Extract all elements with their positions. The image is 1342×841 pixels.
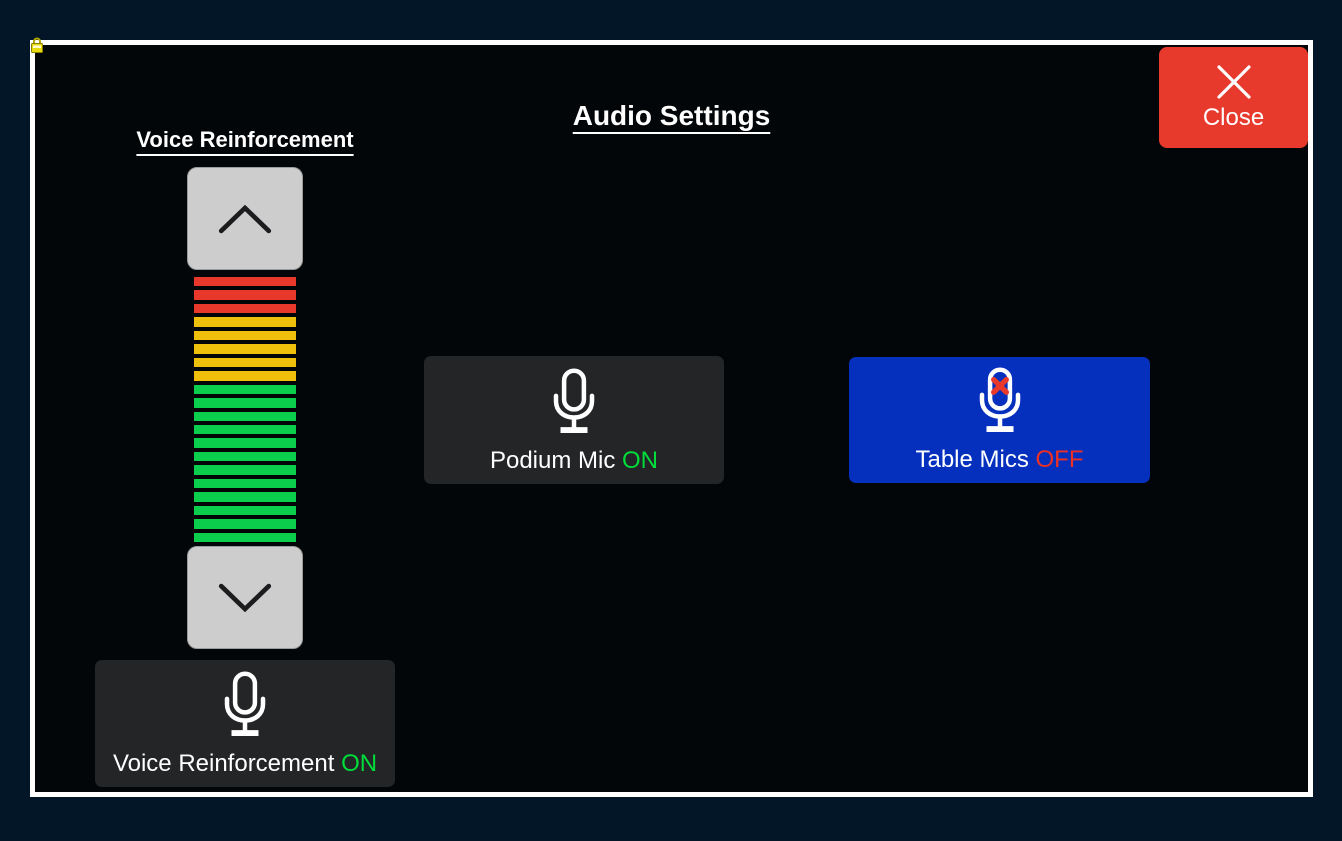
- table-mics-toggle-button[interactable]: Table Mics OFF: [849, 357, 1150, 483]
- microphone-muted-icon: [979, 367, 1020, 433]
- vu-meter-segment-amber: [193, 370, 297, 382]
- vu-meter-segment-green: [193, 464, 297, 476]
- close-button-label: Close: [1202, 104, 1265, 131]
- vu-meter: [193, 276, 297, 544]
- table-mics-toggle-label: Table Mics OFF: [915, 446, 1084, 474]
- vu-meter-segment-green: [193, 397, 297, 409]
- table-mics-state: OFF: [1035, 446, 1084, 474]
- vu-meter-segment-green: [193, 410, 297, 422]
- voice-reinforcement-heading: Voice Reinforcement: [136, 127, 354, 152]
- vu-meter-segment-green: [193, 531, 297, 544]
- page-title: Audio Settings: [572, 100, 771, 131]
- chevron-up-icon: [218, 204, 272, 233]
- close-button[interactable]: Close: [1159, 47, 1308, 148]
- volume-down-button[interactable]: [187, 546, 303, 649]
- vu-meter-segment-amber: [193, 316, 297, 328]
- vu-meter-segment-amber: [193, 356, 297, 369]
- vu-meter-segment-green: [193, 518, 297, 530]
- vu-meter-segment-red: [193, 276, 297, 288]
- voice-reinforcement-state: ON: [341, 750, 378, 778]
- vu-meter-segment-green: [193, 423, 297, 436]
- podium-mic-toggle-label: Podium Mic ON: [489, 447, 659, 475]
- vu-meter-segment-amber: [193, 343, 297, 355]
- vu-meter-segment-green: [193, 491, 297, 503]
- voice-reinforcement-toggle-label: Voice Reinforcement ON: [112, 750, 378, 778]
- vu-meter-segment-amber: [193, 329, 297, 342]
- audio-settings-panel: Audio Settings Close Voice Reinforcement: [30, 40, 1313, 797]
- vu-meter-segment-green: [193, 450, 297, 463]
- vu-meter-segment-green: [193, 383, 297, 396]
- close-x-icon: [1216, 65, 1251, 99]
- vu-meter-segment-green: [193, 437, 297, 449]
- vu-meter-segment-red: [193, 289, 297, 301]
- voice-reinforcement-toggle-button[interactable]: Voice Reinforcement ON: [95, 660, 395, 787]
- microphone-icon: [224, 671, 266, 737]
- chevron-down-icon: [218, 583, 272, 612]
- padlock-icon: [31, 37, 43, 53]
- vu-meter-segment-red: [193, 302, 297, 315]
- volume-up-button[interactable]: [187, 167, 303, 270]
- podium-mic-toggle-button[interactable]: Podium Mic ON: [424, 356, 724, 484]
- vu-meter-segment-green: [193, 477, 297, 490]
- podium-mic-state: ON: [622, 447, 659, 475]
- microphone-icon: [553, 368, 595, 434]
- vu-meter-segment-green: [193, 504, 297, 517]
